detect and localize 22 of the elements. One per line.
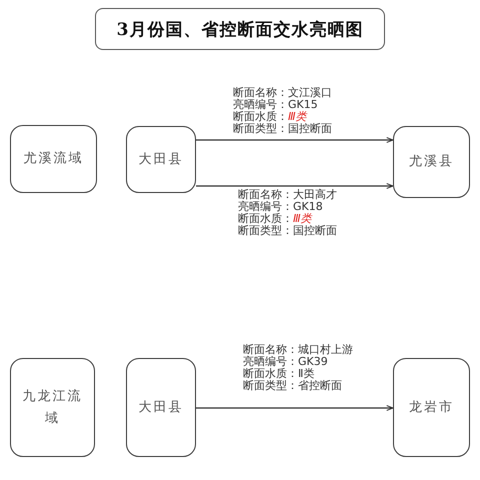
arrow (196, 405, 394, 411)
section-info: 断面水质：Ⅲ类 (233, 111, 307, 123)
section-info: 断面水质：Ⅲ类 (238, 213, 312, 225)
section-info: 断面名称：文江溪口 (233, 87, 332, 99)
section-info: 断面名称：城口村上游 (243, 344, 353, 356)
arrow (196, 183, 394, 189)
place-box: 尤溪县 (393, 126, 470, 198)
basin-box: 九龙江流域 (10, 358, 95, 457)
section-info: 亮晒编号：GK15 (233, 99, 318, 111)
section-info: 亮晒编号：GK18 (238, 201, 323, 213)
arrow (196, 137, 394, 143)
section-info: 亮晒编号：GK39 (243, 356, 328, 368)
section-info: 断面名称：大田高才 (238, 189, 337, 201)
place-box: 大田县 (126, 358, 196, 457)
section-info: 断面水质：Ⅱ类 (243, 368, 314, 380)
section-info: 断面类型：省控断面 (243, 380, 342, 392)
title-box: 3月份国、省控断面交水亮晒图 (95, 8, 385, 50)
section-info: 断面类型：国控断面 (238, 225, 337, 237)
place-box: 大田县 (126, 126, 196, 193)
place-box: 龙岩市 (393, 358, 470, 457)
basin-box: 尤溪流域 (10, 125, 97, 193)
section-info: 断面类型：国控断面 (233, 123, 332, 135)
